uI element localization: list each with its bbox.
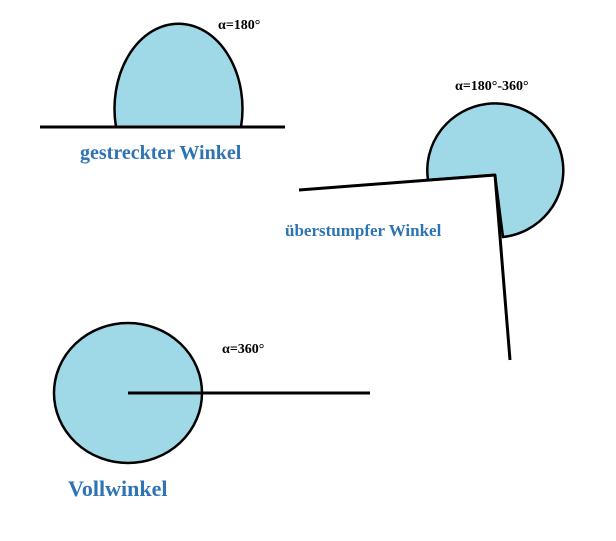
full-angle-name-label: Vollwinkel bbox=[68, 476, 168, 501]
full-angle-value-label: α=360° bbox=[222, 342, 265, 357]
reflex-angle-second-leg bbox=[493, 174, 512, 361]
straight-angle-value-label: α=180° bbox=[218, 18, 261, 33]
reflex-angle-value-label: α=180°-360° bbox=[455, 79, 529, 94]
reflex-angle-name-label: überstumpfer Winkel bbox=[285, 221, 442, 240]
reflex-angle-first-leg bbox=[298, 173, 496, 192]
reflex-angle-figure bbox=[298, 102, 565, 361]
full-angle-figure bbox=[52, 321, 370, 465]
straight-angle-arc bbox=[113, 22, 244, 129]
straight-angle-figure bbox=[40, 22, 285, 129]
reflex-angle-arc bbox=[426, 102, 565, 239]
straight-angle-name-label: gestreckter Winkel bbox=[80, 142, 242, 164]
